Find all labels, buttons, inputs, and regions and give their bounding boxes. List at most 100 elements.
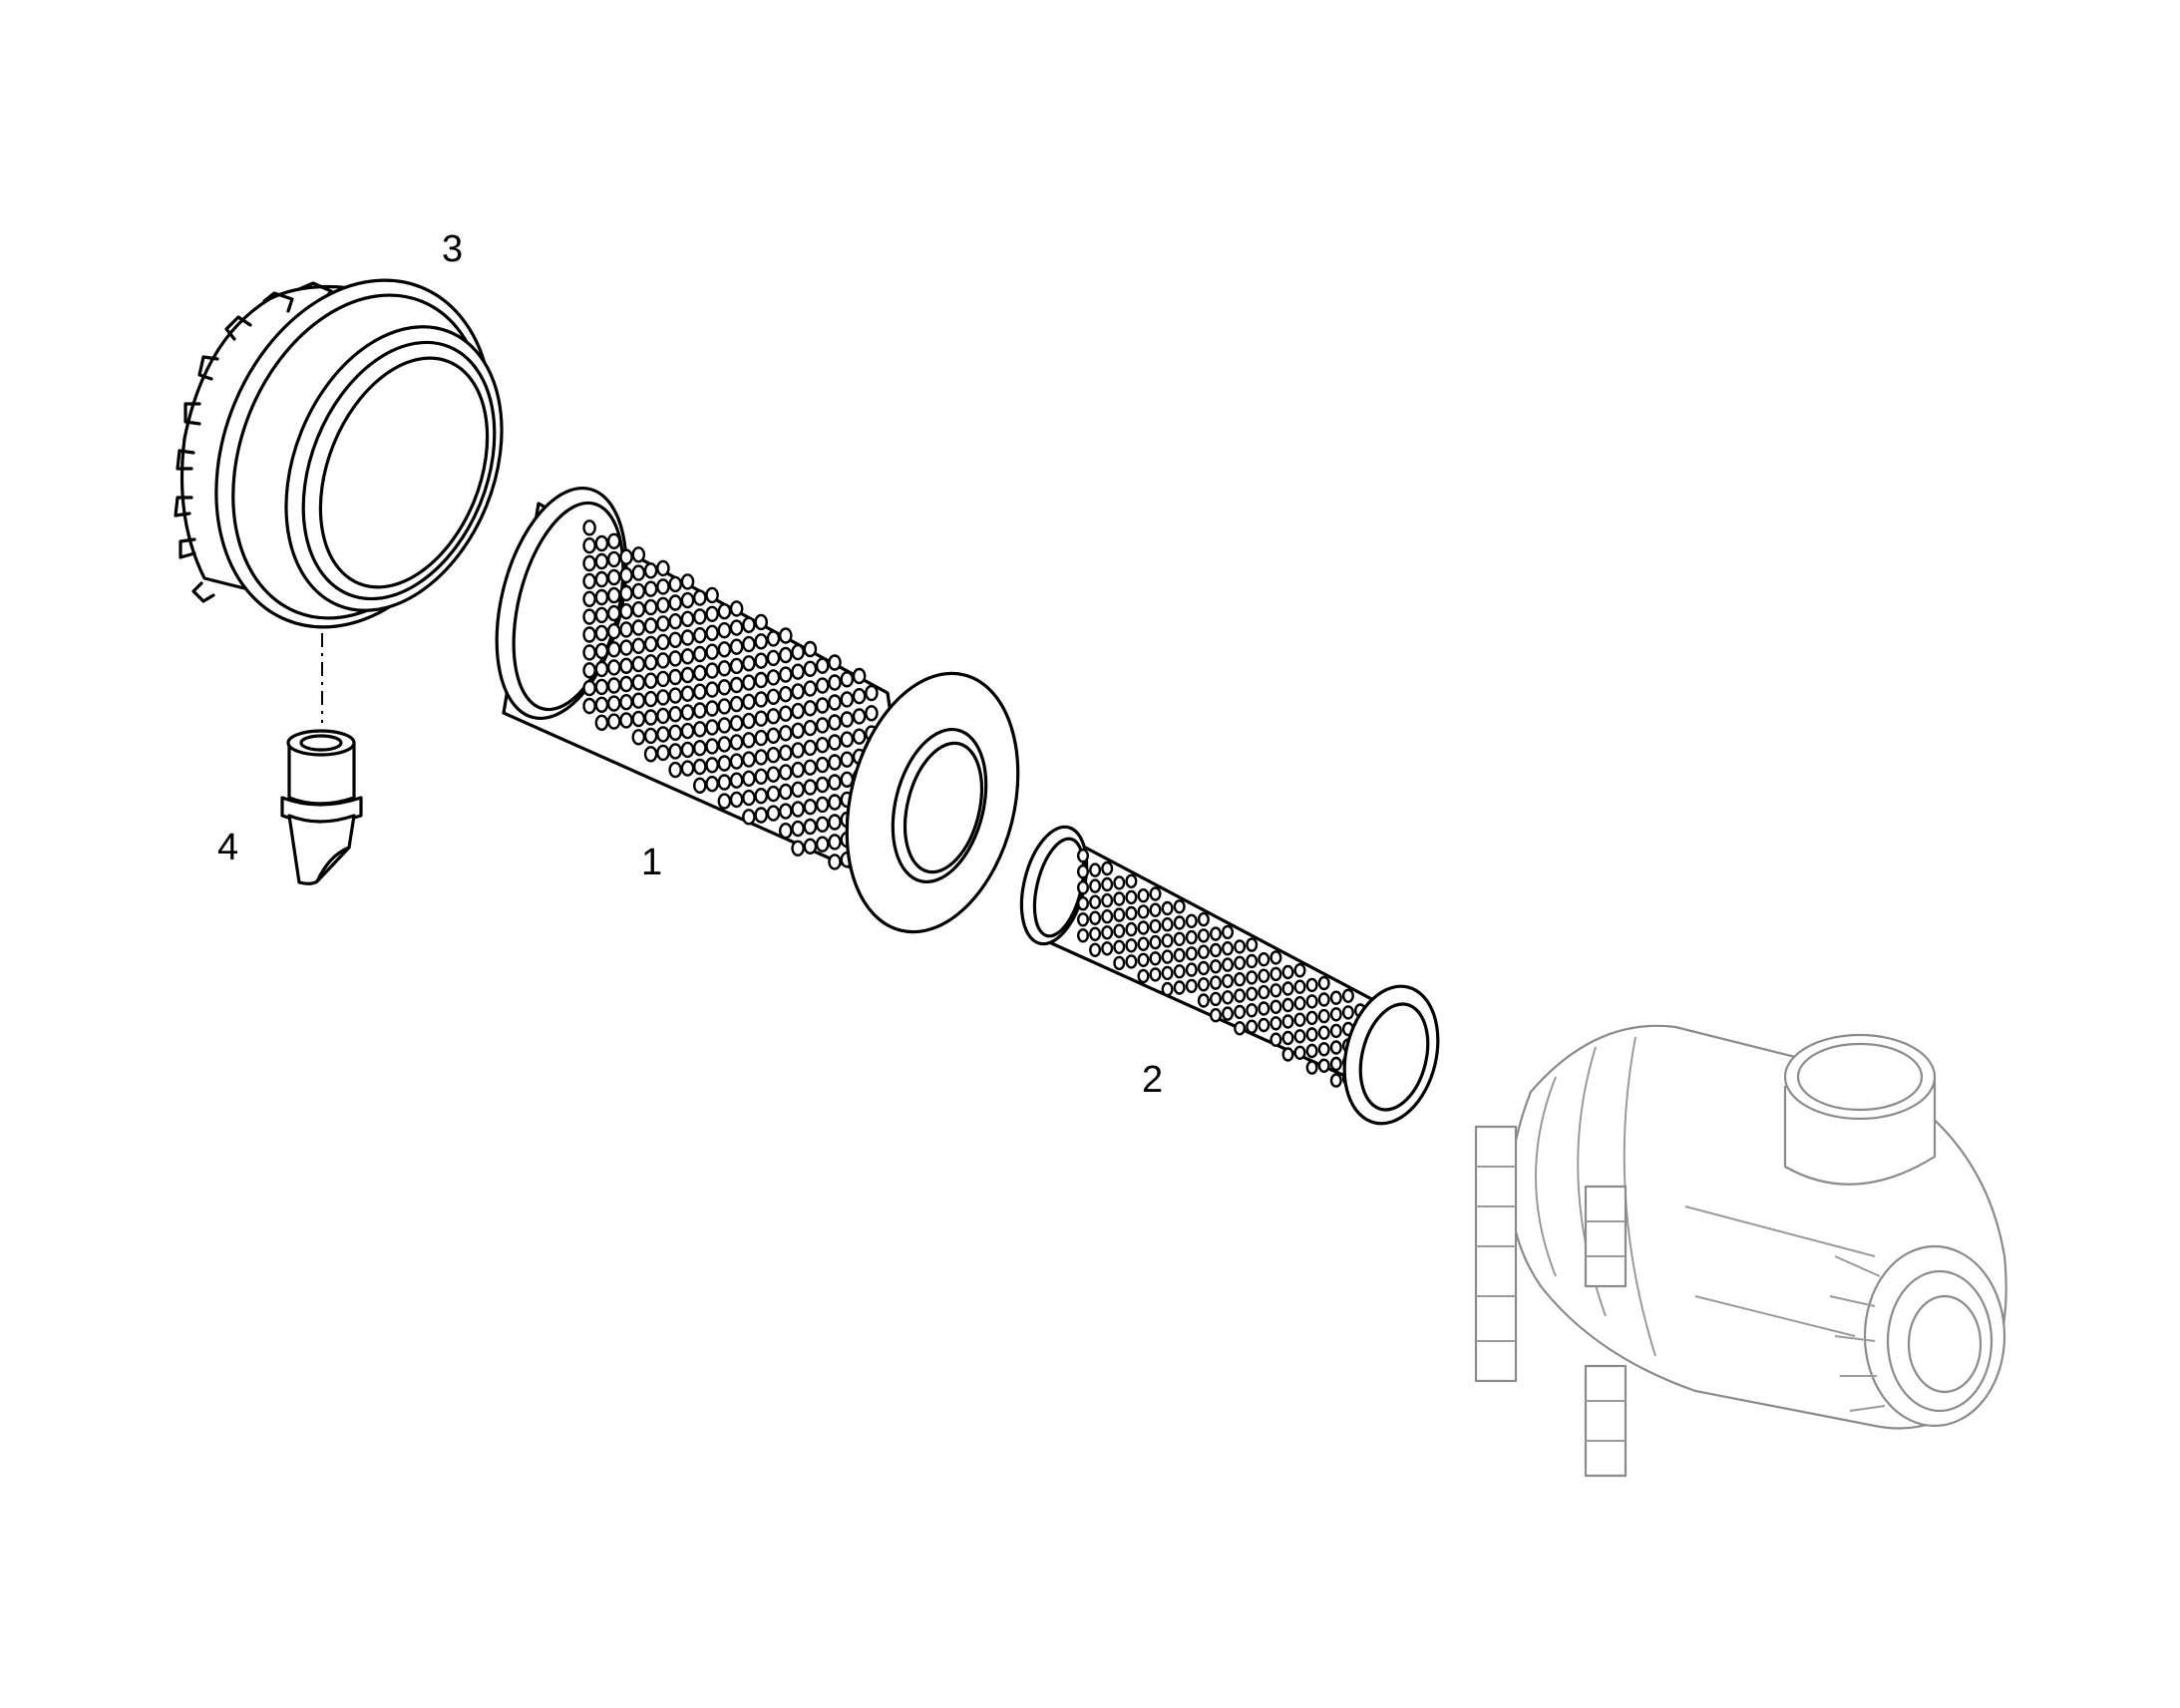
perforation-hole (1246, 1019, 1259, 1034)
perforation-hole (705, 757, 719, 774)
primary-filter-perforations (582, 519, 879, 904)
perforation-hole (693, 664, 707, 682)
perforation-hole (1173, 915, 1186, 930)
perforation-hole (1101, 860, 1114, 876)
perforation-hole (1161, 900, 1174, 916)
perforation-hole (742, 693, 756, 710)
perforation-hole (1089, 910, 1102, 925)
perforation-hole (766, 766, 781, 783)
perforation-hole (779, 783, 793, 801)
perforation-hole (1270, 1016, 1282, 1031)
perforation-hole (1185, 929, 1198, 945)
perforation-hole (766, 727, 781, 744)
perforation-hole (1329, 990, 1342, 1005)
perforation-hole (754, 633, 769, 650)
perforation-hole (815, 796, 830, 814)
perforation-hole (754, 671, 769, 689)
perforation-hole (1076, 849, 1089, 863)
callout-1: 1 (641, 842, 662, 883)
perforation-hole (1234, 972, 1247, 987)
perforation-hole (828, 834, 842, 851)
perforation-hole (1234, 1004, 1247, 1020)
perforation-hole (729, 715, 744, 732)
perforation-hole (803, 799, 818, 816)
perforation-hole (619, 548, 633, 565)
perforation-hole (1209, 991, 1222, 1007)
perforation-hole (594, 588, 609, 606)
perforation-hole (840, 671, 855, 688)
perforation-hole (742, 809, 756, 826)
perforation-hole (594, 696, 609, 713)
perforation-hole (582, 697, 596, 715)
perforation-hole (1113, 907, 1126, 922)
perforation-hole (1197, 928, 1210, 943)
perforation-hole (631, 619, 646, 636)
perforation-hole (717, 736, 732, 753)
perforation-hole (766, 630, 781, 647)
perforation-hole (729, 791, 744, 809)
perforation-hole (729, 657, 744, 675)
perforation-hole (840, 731, 855, 748)
perforation-hole (643, 654, 658, 671)
perforation-hole (1234, 939, 1247, 954)
perforation-hole (693, 740, 707, 757)
perforation-hole (1305, 994, 1318, 1009)
perforation-hole (1076, 864, 1089, 879)
perforation-hole (779, 686, 793, 703)
perforation-hole (582, 519, 596, 536)
perforation-hole (643, 727, 658, 745)
perforation-hole (1173, 980, 1186, 995)
perforation-hole (705, 681, 719, 698)
perforation-hole (606, 695, 621, 712)
perforation-hole (828, 814, 842, 831)
perforation-hole (656, 744, 670, 762)
perforation-hole (1185, 962, 1198, 977)
perforation-hole (742, 674, 756, 691)
perforation-hole (1197, 944, 1210, 959)
perforation-hole (668, 631, 683, 648)
perforation-hole (594, 642, 609, 660)
perforation-hole (779, 803, 793, 820)
perforation-hole (1281, 981, 1294, 996)
perforation-hole (594, 624, 609, 642)
perforation-hole (606, 623, 621, 640)
perforation-hole (1197, 977, 1210, 992)
perforation-hole (1101, 925, 1114, 940)
perforation-hole (717, 717, 732, 734)
perforation-hole (606, 532, 621, 549)
perforation-hole (1329, 1023, 1342, 1039)
perforation-hole (779, 744, 793, 762)
perforation-hole (631, 637, 646, 654)
perforation-hole (668, 706, 683, 723)
perforation-hole (1305, 1010, 1318, 1026)
perforation-hole (803, 700, 818, 717)
perforation-hole (766, 785, 781, 803)
perforation-hole (1149, 967, 1162, 982)
perforation-hole (828, 714, 842, 731)
perforation-hole (766, 708, 781, 725)
perforation-hole (815, 697, 830, 714)
perforation-hole (1137, 920, 1150, 935)
perforation-hole (717, 641, 732, 658)
perforation-hole (1293, 1045, 1306, 1061)
perforation-hole (754, 788, 769, 805)
perforation-hole (766, 649, 781, 667)
perforation-hole (828, 674, 842, 691)
callout-2: 2 (1142, 1059, 1163, 1101)
perforation-hole (729, 638, 744, 655)
perforation-hole (1076, 880, 1089, 895)
perforation-hole (656, 615, 670, 632)
perforation-hole (619, 712, 633, 729)
perforation-hole (1329, 1056, 1342, 1072)
perforation-hole (668, 724, 683, 741)
perforation-hole (705, 643, 719, 660)
perforation-hole (1185, 913, 1198, 928)
perforation-hole (1305, 1043, 1318, 1059)
perforation-hole (582, 644, 596, 661)
perforation-hole (631, 692, 646, 709)
perforation-hole (1161, 917, 1174, 932)
perforation-hole (791, 761, 805, 779)
perforation-hole (717, 679, 732, 696)
perforation-hole (717, 698, 732, 715)
perforation-hole (606, 659, 621, 676)
